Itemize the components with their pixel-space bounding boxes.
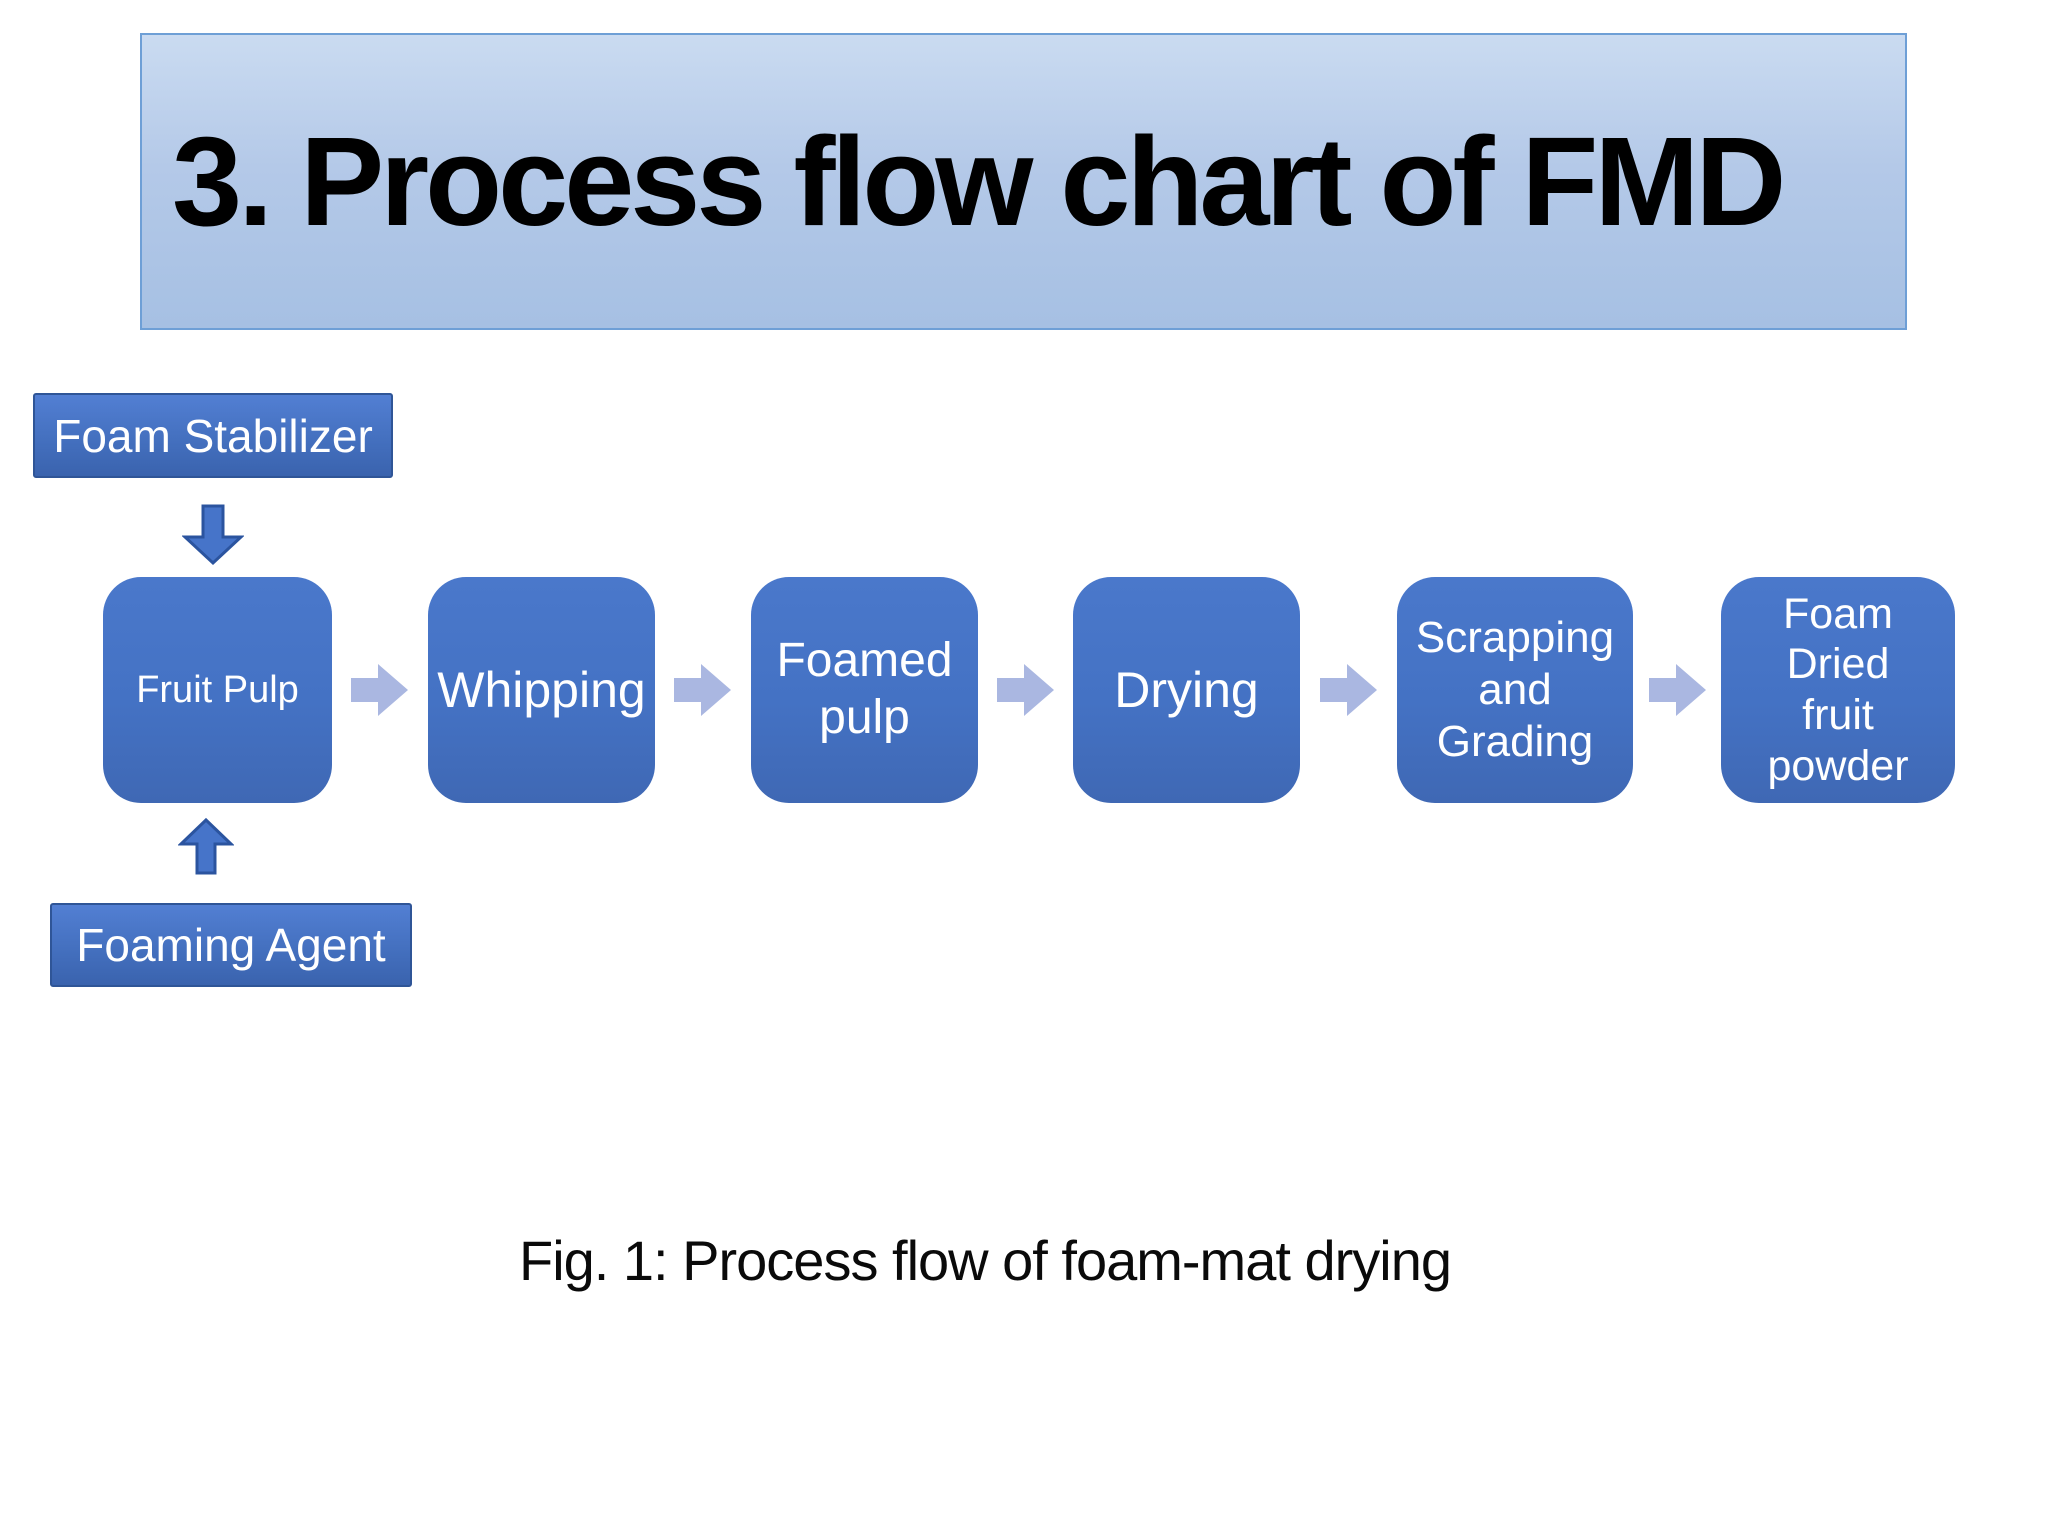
- title-banner: 3. Process flow chart of FMD: [140, 33, 1907, 330]
- page-title: 3. Process flow chart of FMD: [172, 111, 1786, 252]
- flow-step-fruit-pulp: Fruit Pulp: [103, 577, 332, 803]
- flow-step-drying: Drying: [1073, 577, 1300, 803]
- right-chevron-arrow-icon: [351, 664, 408, 716]
- figure-caption: Fig. 1: Process flow of foam-mat drying: [518, 1229, 1452, 1292]
- flow-step-label: Foam Dried fruit powder: [1767, 589, 1909, 790]
- right-chevron-arrow-icon: [997, 664, 1054, 716]
- right-chevron-arrow-icon: [674, 664, 731, 716]
- flow-step-label: Fruit Pulp: [136, 668, 299, 711]
- down-block-arrow-icon: [182, 504, 244, 566]
- flow-step-label: Foamed pulp: [776, 634, 953, 744]
- flow-step-label: Scrapping and Grading: [1415, 613, 1615, 766]
- input-box-foam-stabilizer: Foam Stabilizer: [33, 393, 393, 478]
- right-chevron-arrow-icon: [1320, 664, 1377, 716]
- up-block-arrow-icon: [178, 817, 234, 875]
- flow-step-whipping: Whipping: [428, 577, 655, 803]
- flow-step-label: Drying: [1114, 661, 1259, 718]
- flow-step-scrapping-and-grading: Scrapping and Grading: [1397, 577, 1633, 803]
- input-box-label: Foam Stabilizer: [53, 409, 373, 462]
- flow-step-foam-dried-fruit-powder: Foam Dried fruit powder: [1721, 577, 1955, 803]
- flow-step-foamed-pulp: Foamed pulp: [751, 577, 978, 803]
- right-chevron-arrow-icon: [1649, 664, 1706, 716]
- flow-step-label: Whipping: [437, 661, 646, 718]
- input-box-label: Foaming Agent: [76, 919, 386, 971]
- input-box-foaming-agent: Foaming Agent: [50, 903, 412, 987]
